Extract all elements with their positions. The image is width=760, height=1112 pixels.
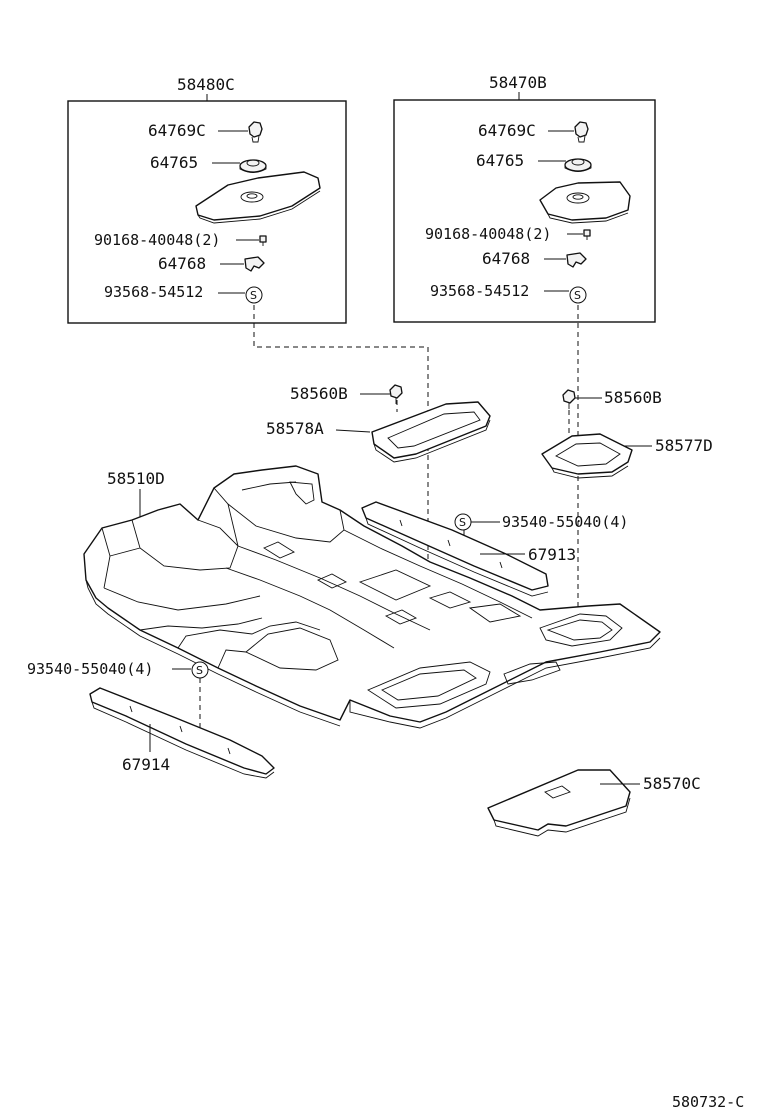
mat-part	[487, 769, 631, 837]
bracket-left-part	[244, 256, 265, 272]
sealer-right-symbol: S	[569, 286, 587, 304]
grommet-left-part	[239, 159, 267, 173]
assembly-right-number: 58470B	[489, 73, 547, 92]
assembly-left: 58480C 64769C 64765 90168-40048(2)	[67, 75, 347, 324]
screw-left-part	[259, 235, 267, 246]
label-right-screw: 90168-40048(2)	[425, 225, 551, 243]
tape-right-symbol: S	[454, 513, 472, 531]
label-left-sealer: 93568-54512	[104, 283, 203, 301]
bracket-right-part	[566, 252, 587, 268]
plate-right-part	[539, 181, 631, 224]
clip-left-part	[248, 121, 263, 143]
label-cover-right: 58577D	[655, 436, 713, 455]
fastener-left-part	[389, 384, 403, 404]
label-sill-left: 67914	[122, 755, 170, 774]
svg-text:S: S	[250, 289, 257, 302]
label-left-screw: 90168-40048(2)	[94, 231, 220, 249]
sill-right-part	[361, 501, 549, 597]
floor-carpet-part	[83, 465, 661, 729]
svg-text:S: S	[459, 516, 466, 529]
label-sill-right: 67913	[528, 545, 576, 564]
label-right-sealer: 93568-54512	[430, 282, 529, 300]
label-tape-left: 93540-55040(4)	[27, 660, 153, 678]
label-left-clip: 64769C	[148, 121, 206, 140]
label-right-grommet: 64765	[476, 151, 524, 170]
clip-right-part	[574, 121, 589, 143]
assembly-left-number: 58480C	[177, 75, 235, 94]
sill-left-part	[89, 687, 275, 779]
label-right-bracket: 64768	[482, 249, 530, 268]
sealer-left-symbol: S	[245, 286, 263, 304]
label-left-bracket: 64768	[158, 254, 206, 273]
label-fastener-left: 58560B	[290, 384, 348, 403]
label-tape-right: 93540-55040(4)	[502, 513, 628, 531]
label-floor-carpet: 58510D	[107, 469, 165, 488]
assembly-right: 58470B 64769C 64765 90168-40048(2)	[393, 73, 656, 323]
label-left-grommet: 64765	[150, 153, 198, 172]
svg-text:S: S	[196, 664, 203, 677]
fastener-right-part	[562, 389, 576, 409]
leader-cover-left	[335, 429, 371, 433]
dash-line-left-assembly	[253, 305, 429, 690]
svg-text:S: S	[574, 289, 581, 302]
label-right-clip: 64769C	[478, 121, 536, 140]
label-fastener-right: 58560B	[604, 388, 662, 407]
figure-code: 580732-C	[672, 1093, 744, 1111]
label-cover-left: 58578A	[266, 419, 324, 438]
cover-right-part	[541, 433, 633, 479]
tape-left-symbol: S	[191, 661, 209, 679]
screw-right-part	[583, 229, 591, 240]
label-mat: 58570C	[643, 774, 701, 793]
grommet-right-part	[564, 158, 592, 172]
plate-left-part	[195, 171, 321, 224]
cover-left-part	[371, 401, 491, 463]
assembly-left-frame	[67, 100, 347, 324]
assembly-right-frame	[393, 99, 656, 323]
